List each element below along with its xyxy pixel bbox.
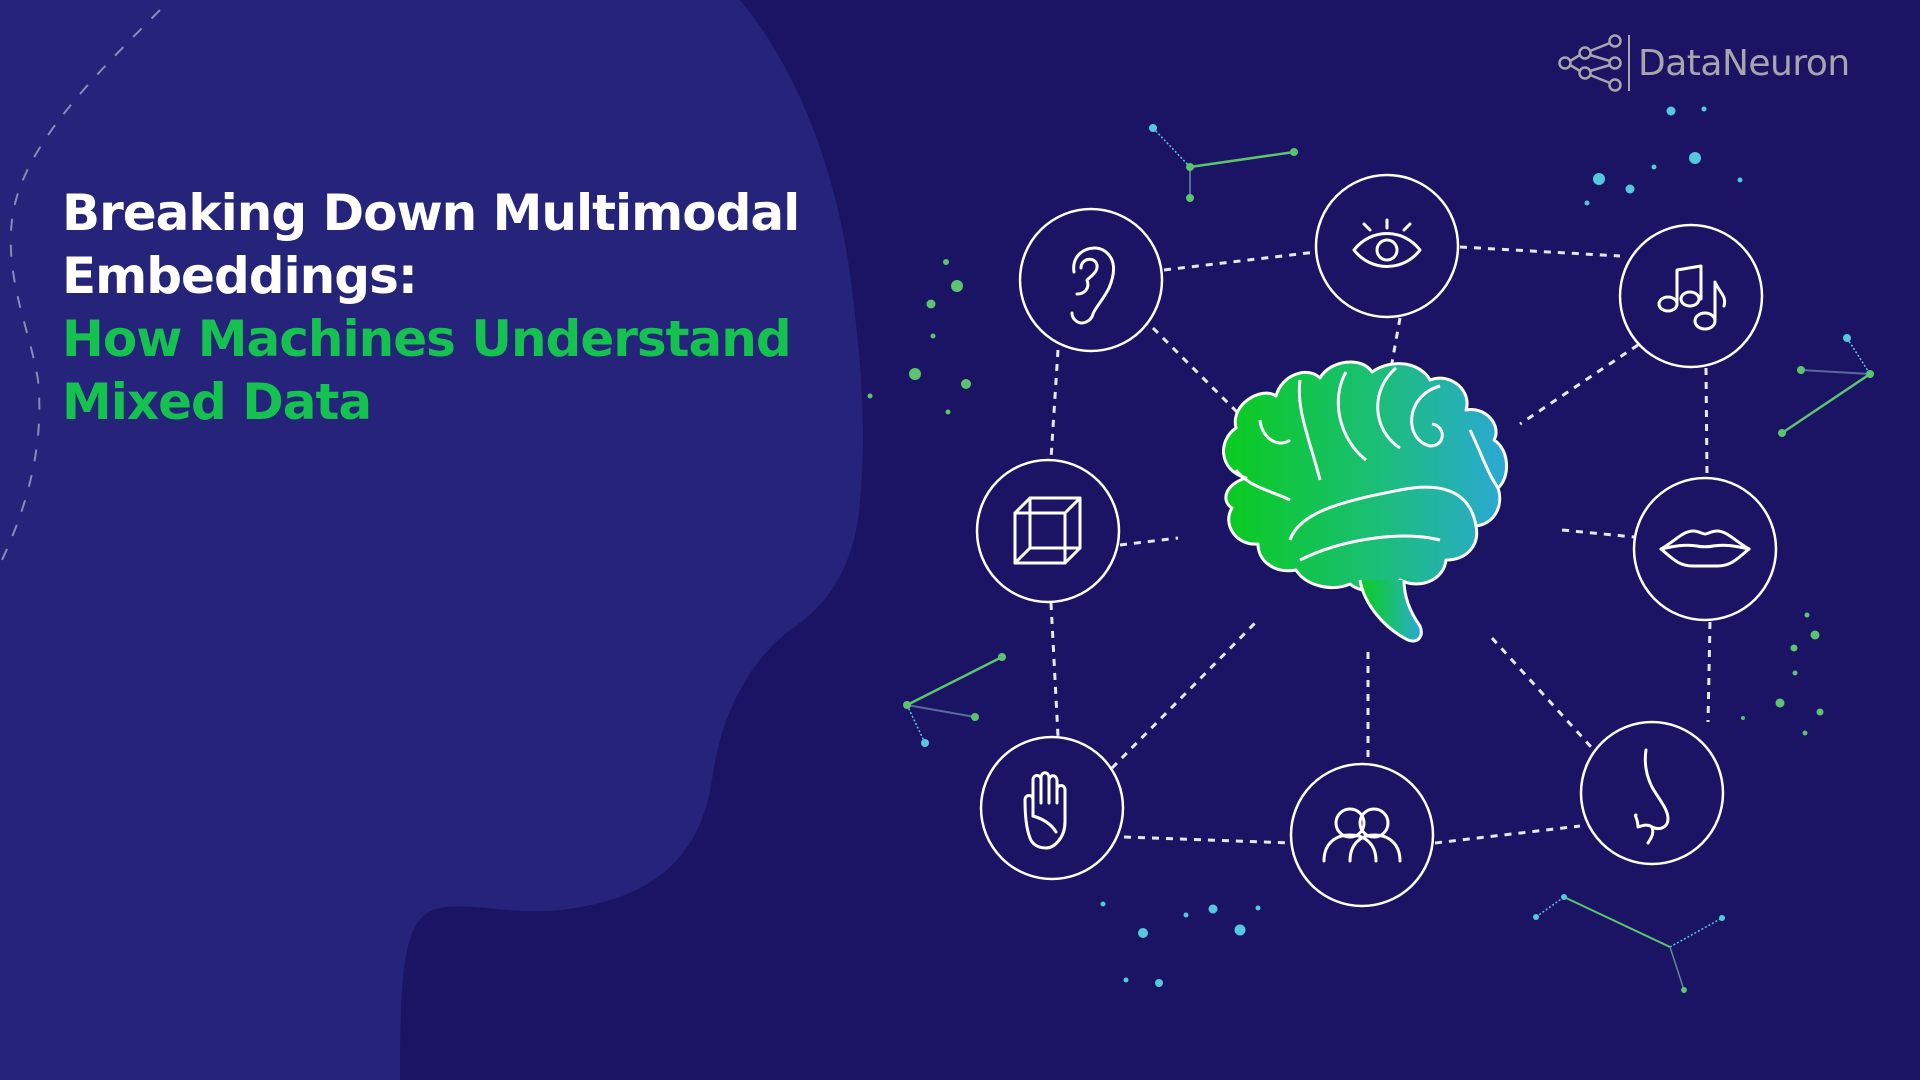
constellation-bottom (1533, 894, 1725, 993)
node-music (1618, 223, 1764, 369)
ear-icon (1070, 246, 1115, 325)
node-eye (1314, 173, 1460, 319)
headline-line-4: Mixed Data (62, 373, 372, 431)
people-icon (1322, 807, 1402, 863)
head-silhouette (0, 0, 863, 1080)
logo-text: DataNeuron (1638, 42, 1850, 84)
eye-icon (1352, 218, 1422, 268)
node-people (1289, 762, 1435, 908)
headline-line-3: How Machines Understand (62, 310, 792, 368)
logo-divider (1628, 35, 1630, 91)
dots-cyan-top (1584, 106, 1743, 206)
cube-icon (1013, 496, 1082, 565)
node-cube (975, 458, 1121, 604)
node-hand (979, 735, 1125, 881)
brain-icon (1222, 360, 1508, 643)
nose-icon (1633, 748, 1670, 845)
constellation-right (1778, 334, 1874, 437)
dots-cyan-bottom (1100, 901, 1261, 987)
brand-logo[interactable]: DataNeuron (1558, 32, 1850, 94)
constellation-top (1149, 124, 1298, 202)
hand-icon (1023, 771, 1067, 850)
lips-icon (1659, 529, 1751, 568)
neural-network-icon (1558, 34, 1622, 92)
constellation-left (903, 653, 1006, 747)
node-lips (1632, 476, 1778, 622)
node-ear (1018, 207, 1164, 353)
headline: Breaking Down Multimodal Embeddings: How… (62, 182, 862, 434)
headline-line-1: Breaking Down Multimodal (62, 184, 800, 242)
headline-line-2: Embeddings: (62, 247, 418, 305)
dots-green-left (867, 259, 971, 415)
node-nose (1579, 720, 1725, 866)
dots-green-right (1741, 612, 1824, 736)
